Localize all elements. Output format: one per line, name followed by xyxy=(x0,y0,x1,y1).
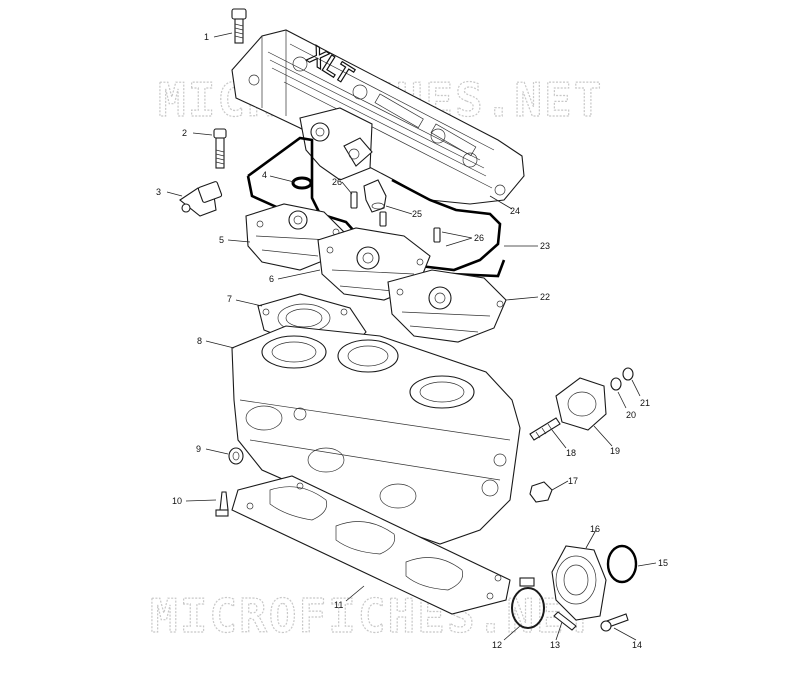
part-24-cylinder-head-cover: XLT xyxy=(231,29,525,205)
part-13-stud xyxy=(553,611,577,631)
callout-23: 23 xyxy=(540,241,550,251)
part-4-o-ring xyxy=(291,176,313,190)
watermark-bottom: MICROFICHES.NET xyxy=(150,589,595,643)
callout-7: 7 xyxy=(227,294,232,304)
callout-2: 2 xyxy=(182,128,187,138)
callout-16: 16 xyxy=(590,524,600,534)
callout-21: 21 xyxy=(640,398,650,408)
callout-1: 1 xyxy=(204,32,209,42)
part-17-nut xyxy=(529,481,553,503)
part-10-drain-fitting xyxy=(215,491,229,517)
callout-18: 18 xyxy=(566,448,576,458)
part-2-bolt xyxy=(213,128,227,169)
part-3-temperature-sensor xyxy=(179,181,223,217)
part-1-bolt xyxy=(231,8,247,44)
part-19-cover-plate xyxy=(555,377,607,431)
callout-9: 9 xyxy=(196,444,201,454)
callout-20: 20 xyxy=(626,410,636,420)
part-26-dowel-pins xyxy=(350,191,441,243)
callout-4: 4 xyxy=(262,170,267,180)
callout-13: 13 xyxy=(550,640,560,650)
leader-lines xyxy=(166,32,657,641)
callout-19: 19 xyxy=(610,446,620,456)
callout-17: 17 xyxy=(568,476,578,486)
callout-11: 11 xyxy=(334,600,343,610)
callout-8: 8 xyxy=(197,336,202,346)
callout-24: 24 xyxy=(510,206,520,216)
part-9-plug xyxy=(228,447,244,465)
part-14-bolt xyxy=(600,613,629,632)
callout-3: 3 xyxy=(156,187,161,197)
part-21-nut xyxy=(622,367,634,381)
callout-15: 15 xyxy=(658,558,668,568)
callout-6: 6 xyxy=(269,274,274,284)
part-22-cylinder-head-3 xyxy=(387,269,507,343)
callout-26-lower: 26 xyxy=(474,233,484,243)
callout-5: 5 xyxy=(219,235,224,245)
part-8-cylinder-block xyxy=(231,325,521,545)
part-25-thermostat xyxy=(363,179,387,213)
part-water-outlet xyxy=(299,107,373,181)
part-16-intake-flange xyxy=(551,545,607,621)
part-15-o-ring xyxy=(606,544,638,584)
callout-10: 10 xyxy=(172,496,182,506)
part-12-clamp xyxy=(511,577,545,629)
callout-26-upper: 26 xyxy=(332,177,342,187)
part-20-washer xyxy=(610,377,622,391)
part-18-stud xyxy=(529,417,561,441)
callout-12: 12 xyxy=(492,640,502,650)
callout-14: 14 xyxy=(632,640,642,650)
callout-25: 25 xyxy=(412,209,422,219)
part-11-base-gasket xyxy=(231,475,511,615)
callout-22: 22 xyxy=(540,292,550,302)
callout-labels: 1 2 3 4 5 6 7 8 9 10 11 12 13 14 15 16 1… xyxy=(156,32,668,650)
